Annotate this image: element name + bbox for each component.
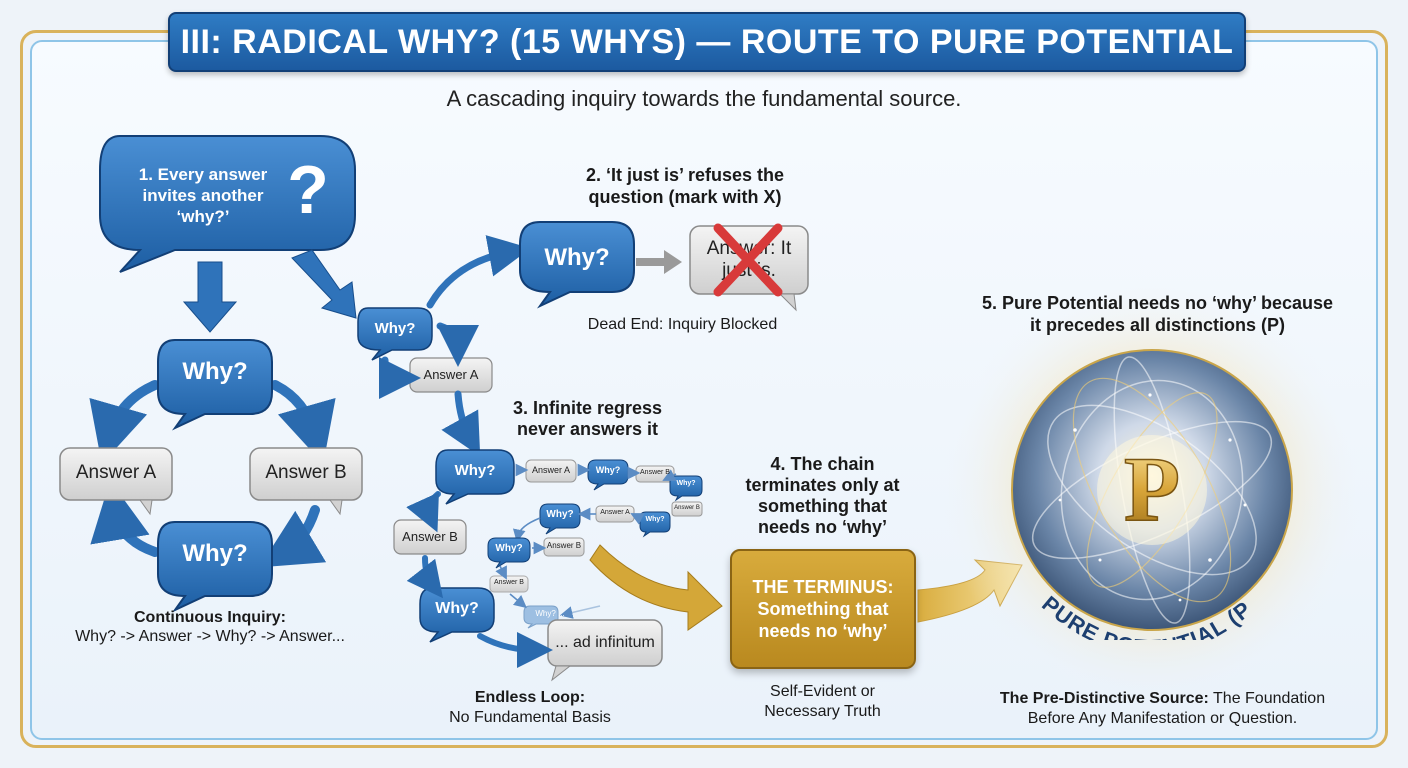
pure-potential-symbol: P PURE POTENTIAL (P)	[1002, 340, 1255, 640]
step4-label: 4. The chain terminates only at somethin…	[745, 454, 900, 537]
step2-caption: Dead End: Inquiry Blocked	[587, 316, 778, 333]
step3-answer-b-label: Answer B	[402, 529, 458, 544]
step5-caption-title: The Pre-Distinctive Source:	[999, 690, 1209, 707]
regress-why-small-5: Why?	[495, 543, 523, 554]
step1-label: 1. Every answer invites another ‘why?’	[138, 165, 268, 226]
gold-arrow-to-terminus	[589, 544, 723, 631]
step3-why-bottom-label: Why?	[435, 600, 479, 617]
regress-answer-b-small-4: Answer B	[494, 579, 524, 586]
pure-potential-orb	[942, 280, 1362, 700]
regress-why-small: Why?	[595, 465, 621, 475]
page-title: III: RADICAL WHY? (15 WHYS) — ROUTE TO P…	[168, 12, 1246, 72]
step1-caption-body: Why? -> Answer -> Why? -> Answer...	[75, 628, 345, 645]
branch-answer-a-label: Answer A	[423, 367, 479, 382]
step1-arrows	[182, 249, 357, 333]
step3-caption-title: Endless Loop:	[474, 689, 586, 706]
step2-arrow	[636, 250, 682, 274]
regress-chain-row3	[487, 537, 585, 629]
question-mark-icon: ?	[287, 152, 329, 228]
cycle-answer-a-box	[59, 447, 173, 516]
terminus-box: THE TERMINUS: Something that needs no ‘w…	[730, 549, 916, 669]
x-mark-icon	[713, 223, 783, 297]
regress-chain-row1-arrows	[515, 463, 677, 481]
ad-infinitum-label: ... ad infinitum	[555, 634, 655, 651]
step3-why-large-label: Why?	[454, 462, 496, 479]
cycle-answer-a-label: Answer A	[75, 462, 157, 483]
regress-answer-b-small: Answer B	[640, 469, 670, 476]
cycle-why-bottom-bubble	[157, 521, 273, 613]
cycle-arrows	[89, 380, 336, 568]
step5-caption: The Pre-Distinctive Source: The Foundati…	[975, 689, 1350, 729]
regress-why-small-4: Why?	[645, 516, 665, 523]
potential-p-glyph: P	[1124, 438, 1180, 540]
regress-why-faded: Why? ...	[535, 609, 565, 618]
step3-arrows	[406, 491, 553, 668]
page-subtitle: A cascading inquiry towards the fundamen…	[446, 86, 962, 111]
step4-caption: Self-Evident or Necessary Truth	[764, 683, 881, 720]
cycle-answer-b-box	[249, 447, 363, 516]
step3-caption-body: No Fundamental Basis	[449, 709, 611, 726]
cycle-answer-b-label: Answer B	[265, 462, 347, 483]
cycle-why-bottom-label: Why?	[182, 540, 248, 567]
step3-why-bottom-bubble	[419, 587, 495, 643]
step5-label: 5. Pure Potential needs no ‘why’ because…	[981, 293, 1334, 335]
regress-chain-row3-arrows	[495, 541, 601, 619]
step3-label: 3. Infinite regress never answers it	[512, 398, 663, 439]
terminus-label: THE TERMINUS: Something that needs no ‘w…	[752, 577, 894, 641]
step1-bubble	[99, 135, 356, 273]
step2-why-label: Why?	[544, 244, 610, 271]
step3-why-large-bubble	[435, 449, 515, 505]
regress-answer-b-small-3: Answer B	[546, 541, 582, 550]
branch-why-label: Why?	[374, 320, 416, 337]
regress-chain-row2	[539, 501, 703, 538]
step5-caption-body: The Foundation Before Any Manifestation …	[1027, 690, 1326, 727]
regress-answer-a-small: Answer A	[531, 465, 571, 475]
cycle-why-top-label: Why?	[182, 358, 248, 385]
regress-answer-a-small-2: Answer A	[600, 509, 630, 516]
step2-why-bubble	[519, 221, 635, 309]
step1-caption-title: Continuous Inquiry:	[134, 609, 286, 626]
regress-answer-b-small-2: Answer B	[674, 505, 700, 511]
cycle-why-top-bubble	[157, 339, 273, 431]
regress-why-small-3: Why?	[546, 509, 574, 520]
regress-chain-row2-arrows	[512, 507, 645, 543]
step2-label: 2. ‘It just is’ refuses the question (ma…	[585, 165, 785, 207]
branch-why-bubble	[357, 307, 433, 361]
regress-why-small-2: Why?	[676, 480, 696, 487]
branch-arrows	[378, 235, 531, 457]
